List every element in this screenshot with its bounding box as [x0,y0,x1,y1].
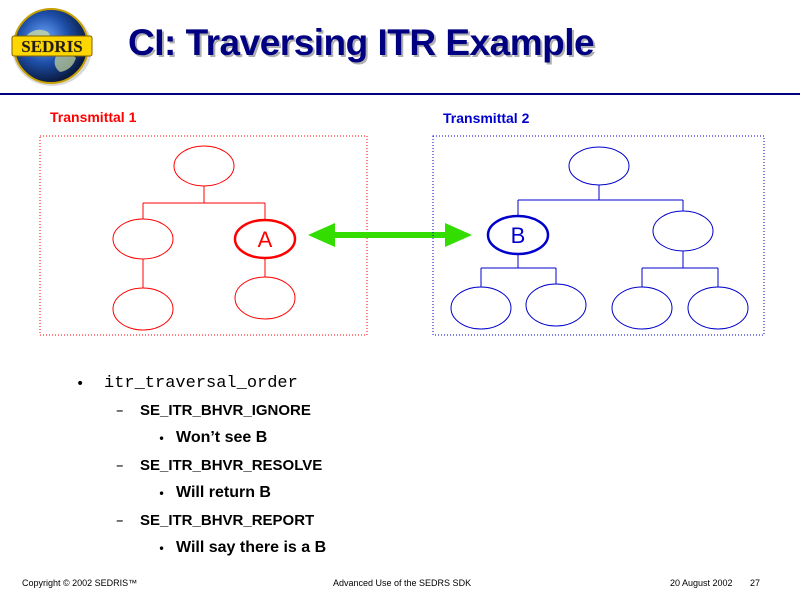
t1-root-node [173,145,235,187]
dash-marker: – [116,401,124,419]
sub-bullet-marker: • [158,487,166,501]
node-a-label: A [258,227,273,252]
dash-marker: – [116,511,124,529]
transmittal-1-label: Transmittal 1 [50,109,137,125]
bullet-report: SE_ITR_BHVR_REPORT [140,512,315,529]
logo-text: SEDRIS [21,37,82,56]
sub-bullet-marker: • [158,432,166,446]
t2-right-child-left-node [611,286,673,330]
bullet-ignore: SE_ITR_BHVR_IGNORE [140,402,311,419]
bullet-resolve-detail: Will return B [176,484,271,501]
transmittal-2-box [432,135,765,336]
bullet-report-detail: Will say there is a B [176,539,327,556]
t1-left-node [112,218,174,260]
bullet-marker: • [76,376,85,392]
t2-b-child-left-node [450,286,512,330]
transmittal-2-label: Transmittal 2 [443,110,530,126]
footer-date: 20 August 2002 [670,578,733,588]
t1-node-a [233,218,297,260]
footer-copyright: Copyright © 2002 SEDRIS™ [22,578,138,588]
t2-node-b [486,214,550,256]
footer-center: Advanced Use of the SEDRS SDK [333,578,472,588]
bullet-resolve: SE_ITR_BHVR_RESOLVE [140,457,323,474]
footer-page: 27 [750,578,761,588]
t2-right-child-right-node [687,286,749,330]
itr-diagram: Transmittal 1 A Transmittal 2 [39,109,765,336]
bullet-ignore-detail: Won’t see B [176,429,268,446]
dash-marker: – [116,456,124,474]
sub-bullet-marker: • [158,542,166,556]
t2-right-node [652,210,714,252]
itr-link-arrow [308,223,472,247]
t2-b-child-right-node [525,283,587,327]
page-title: CI: Traversing ITR Example [128,22,595,63]
title-divider [0,93,800,95]
node-b-label: B [511,223,526,248]
t1-a-child-node [234,276,296,320]
t1-left-child-node [112,287,174,331]
t2-root-node [568,146,630,186]
bullet-main: itr_traversal_order [104,374,298,393]
sedris-logo: SEDRIS [11,8,93,86]
